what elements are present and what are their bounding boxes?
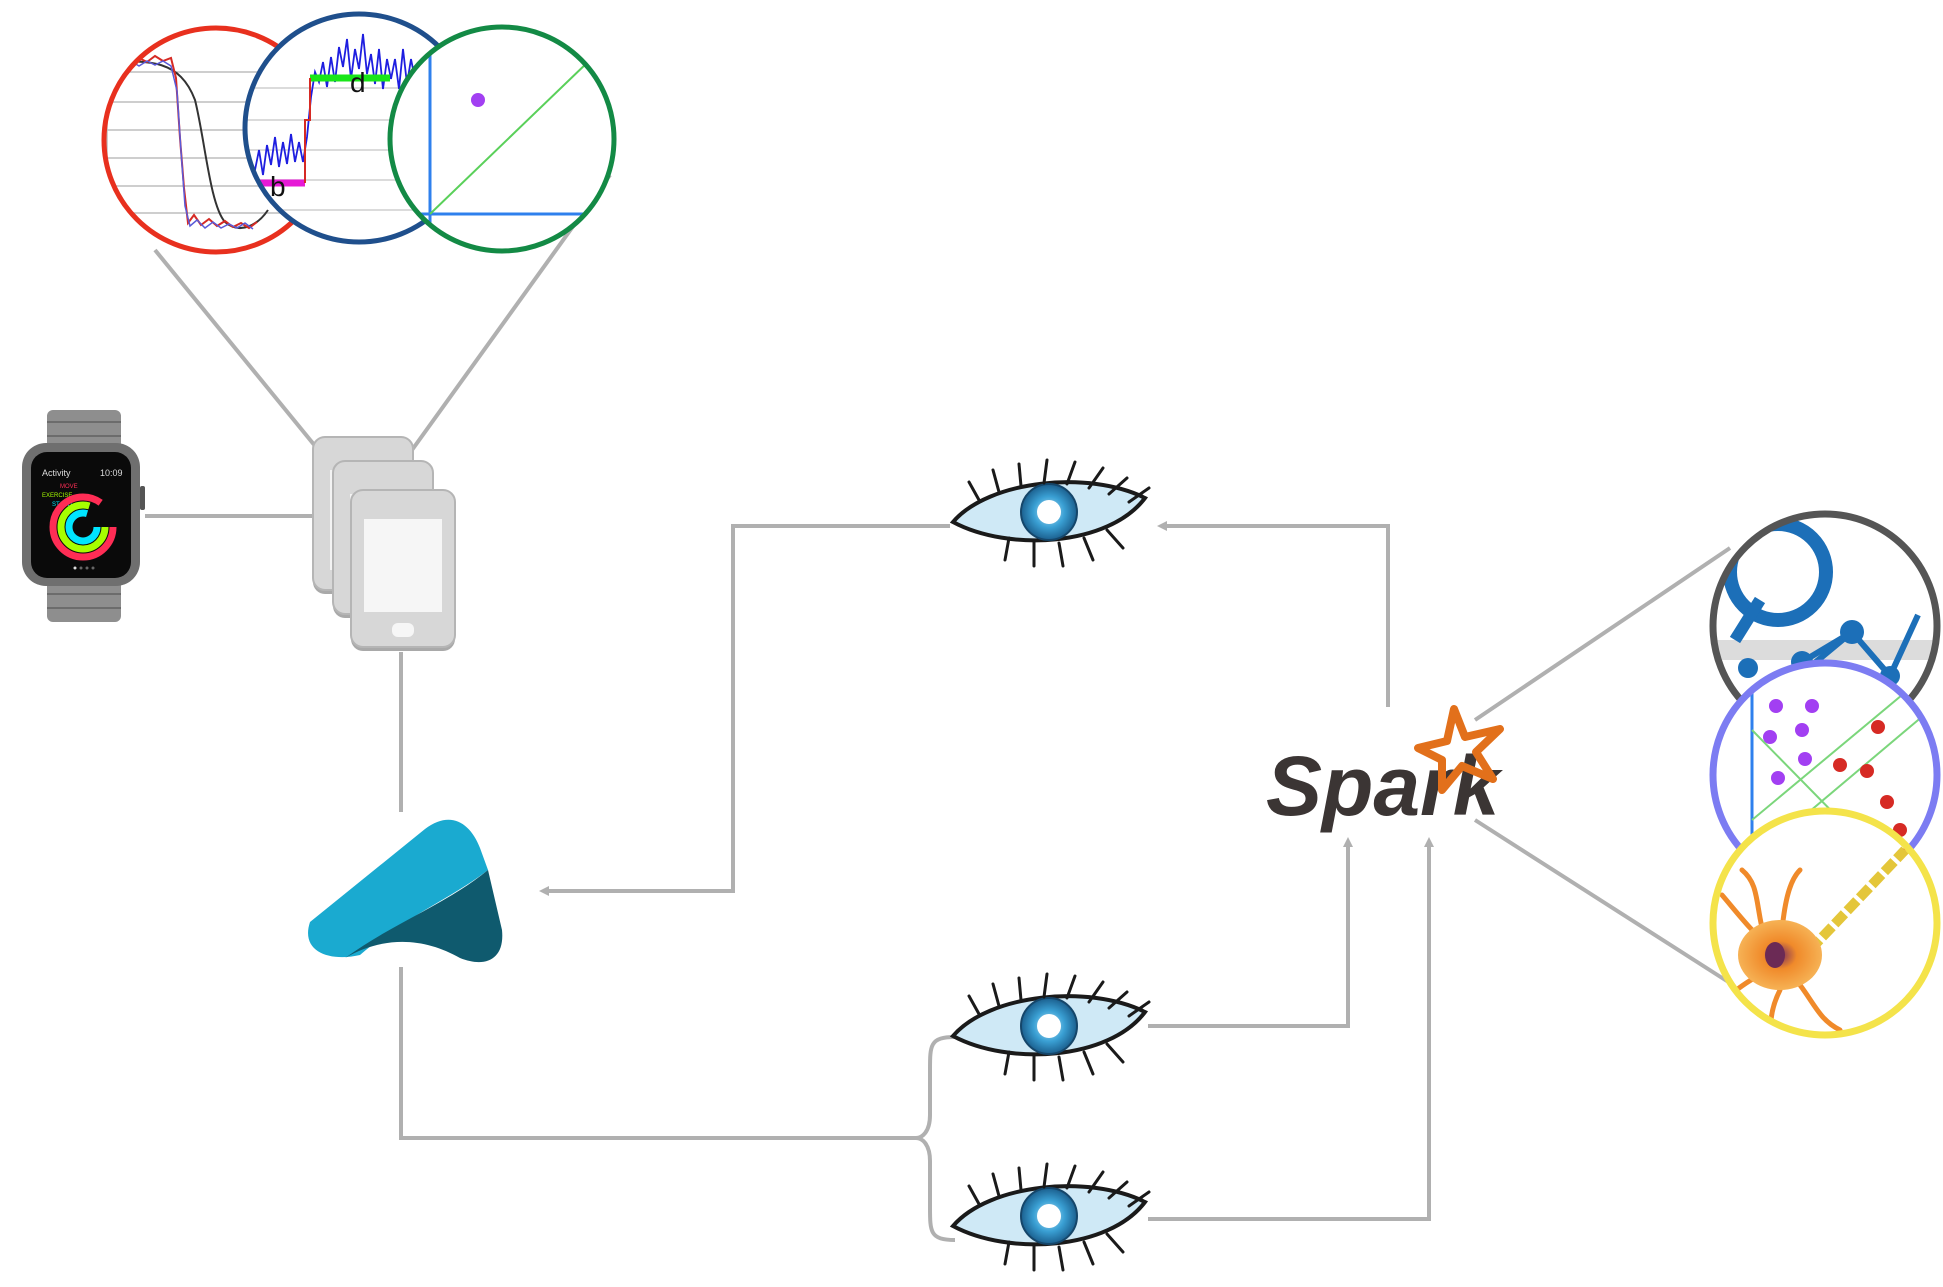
zoom-neuron-yellow (1709, 807, 1941, 1039)
phone-stack-icon (312, 436, 456, 651)
arrow-spark-to-eye (1157, 521, 1390, 707)
cassandra-eye-icon (949, 1162, 1151, 1272)
plot-label-d: d (350, 67, 366, 98)
plot-label-b: b (270, 171, 286, 202)
watch-time: 10:09 (100, 468, 123, 478)
zoom-plot-green (387, 24, 617, 254)
cassandra-eye-icon-middle (949, 972, 1151, 1082)
ingest-logo-icon (308, 819, 503, 963)
spark-logo-icon: Spark (1266, 705, 1504, 833)
connectors (145, 173, 1732, 1242)
watch-ring-exercise: EXERCISE (42, 493, 72, 499)
spark-wordmark: Spark (1266, 739, 1504, 833)
cassandra-eye-icon (949, 458, 1151, 568)
cassandra-eye-icon-bottom (949, 1162, 1151, 1272)
link-ingest-to-storage (399, 967, 916, 1140)
arrow-eye-bottom-to-spark (1148, 837, 1434, 1221)
arrow-eye-to-ingest (539, 524, 950, 896)
arrow-eye-mid-to-spark (1148, 837, 1353, 1028)
smartwatch-icon: Activity 10:09 MOVE EXERCISE STAND (22, 410, 145, 622)
watch-ring-move: MOVE (60, 484, 78, 490)
zoom-line-spark-bottom (1473, 818, 1732, 985)
cassandra-eye-icon-top (949, 458, 1151, 568)
storage-bracket (915, 1035, 956, 1242)
watch-app-title: Activity (42, 468, 71, 478)
zoom-line-left (153, 248, 322, 454)
zoom-line-spark-top (1473, 546, 1732, 722)
cassandra-eye-icon (949, 972, 1151, 1082)
